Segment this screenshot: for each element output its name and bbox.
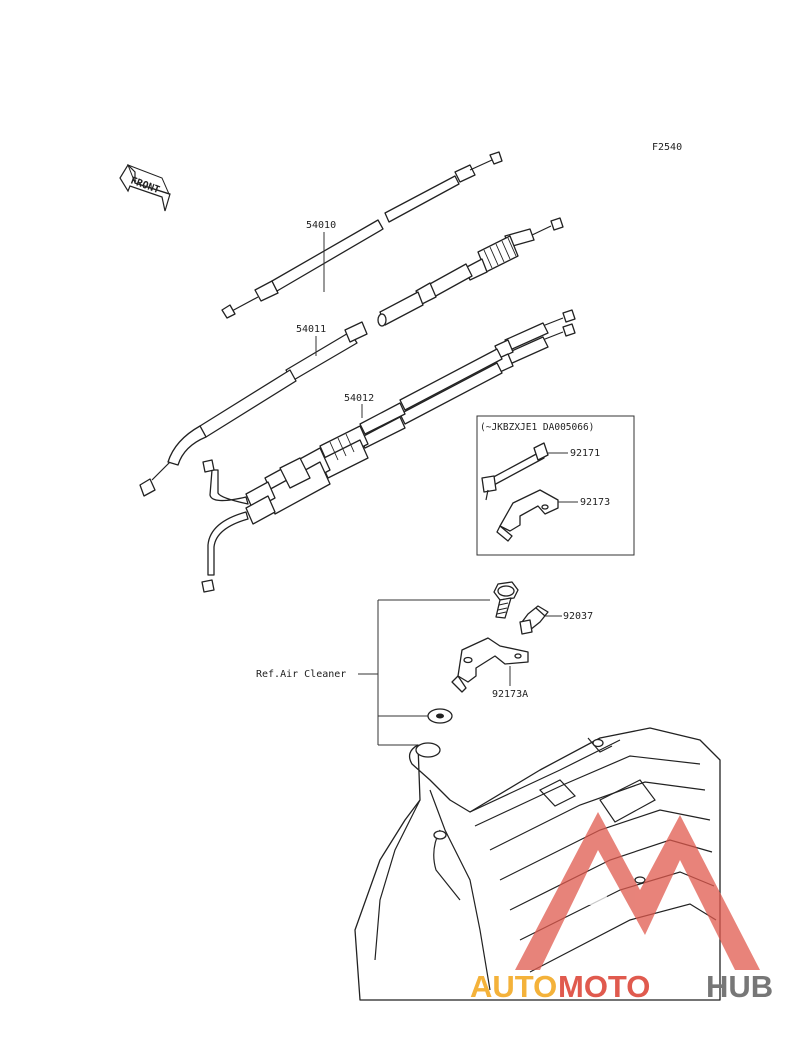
- part-label-54010: 54010: [306, 220, 336, 231]
- ref-bracket-lines: [358, 599, 490, 746]
- part-label-54012: 54012: [344, 393, 374, 404]
- part-92037-clip: [519, 605, 549, 635]
- cable-54010: [221, 151, 503, 319]
- ref-note: Ref.Air Cleaner: [256, 669, 346, 680]
- cable-54012: [201, 309, 576, 593]
- watermark-brand-auto: AUTO: [470, 969, 557, 1004]
- watermark-brand-hub: HUB: [706, 969, 773, 1004]
- part-label-54011: 54011: [296, 324, 326, 335]
- part-label-92173A: 92173A: [492, 689, 528, 700]
- watermark-brand-moto: MOTO: [558, 969, 650, 1004]
- watermark-brand: AUTO MOTO HUB: [470, 969, 773, 1004]
- washer: [427, 708, 453, 724]
- figure-code: F2540: [652, 142, 682, 153]
- bolt: [493, 581, 519, 619]
- part-label-92037: 92037: [563, 611, 593, 622]
- part-92171-rod: [481, 442, 549, 501]
- front-arrow-icon: FRONT: [119, 164, 171, 212]
- front-arrow-label: FRONT: [129, 175, 161, 196]
- part-92173-bracket: [496, 489, 559, 542]
- part-92173A-bracket: [451, 637, 529, 693]
- part-label-92173: 92173: [580, 497, 610, 508]
- cable-54011: [139, 217, 564, 497]
- part-label-92171: 92171: [570, 448, 600, 459]
- inset-condition: (~JKBZXJE1 DA005066): [480, 422, 594, 433]
- inset-box: [476, 415, 635, 556]
- watermark-logo: [515, 812, 760, 970]
